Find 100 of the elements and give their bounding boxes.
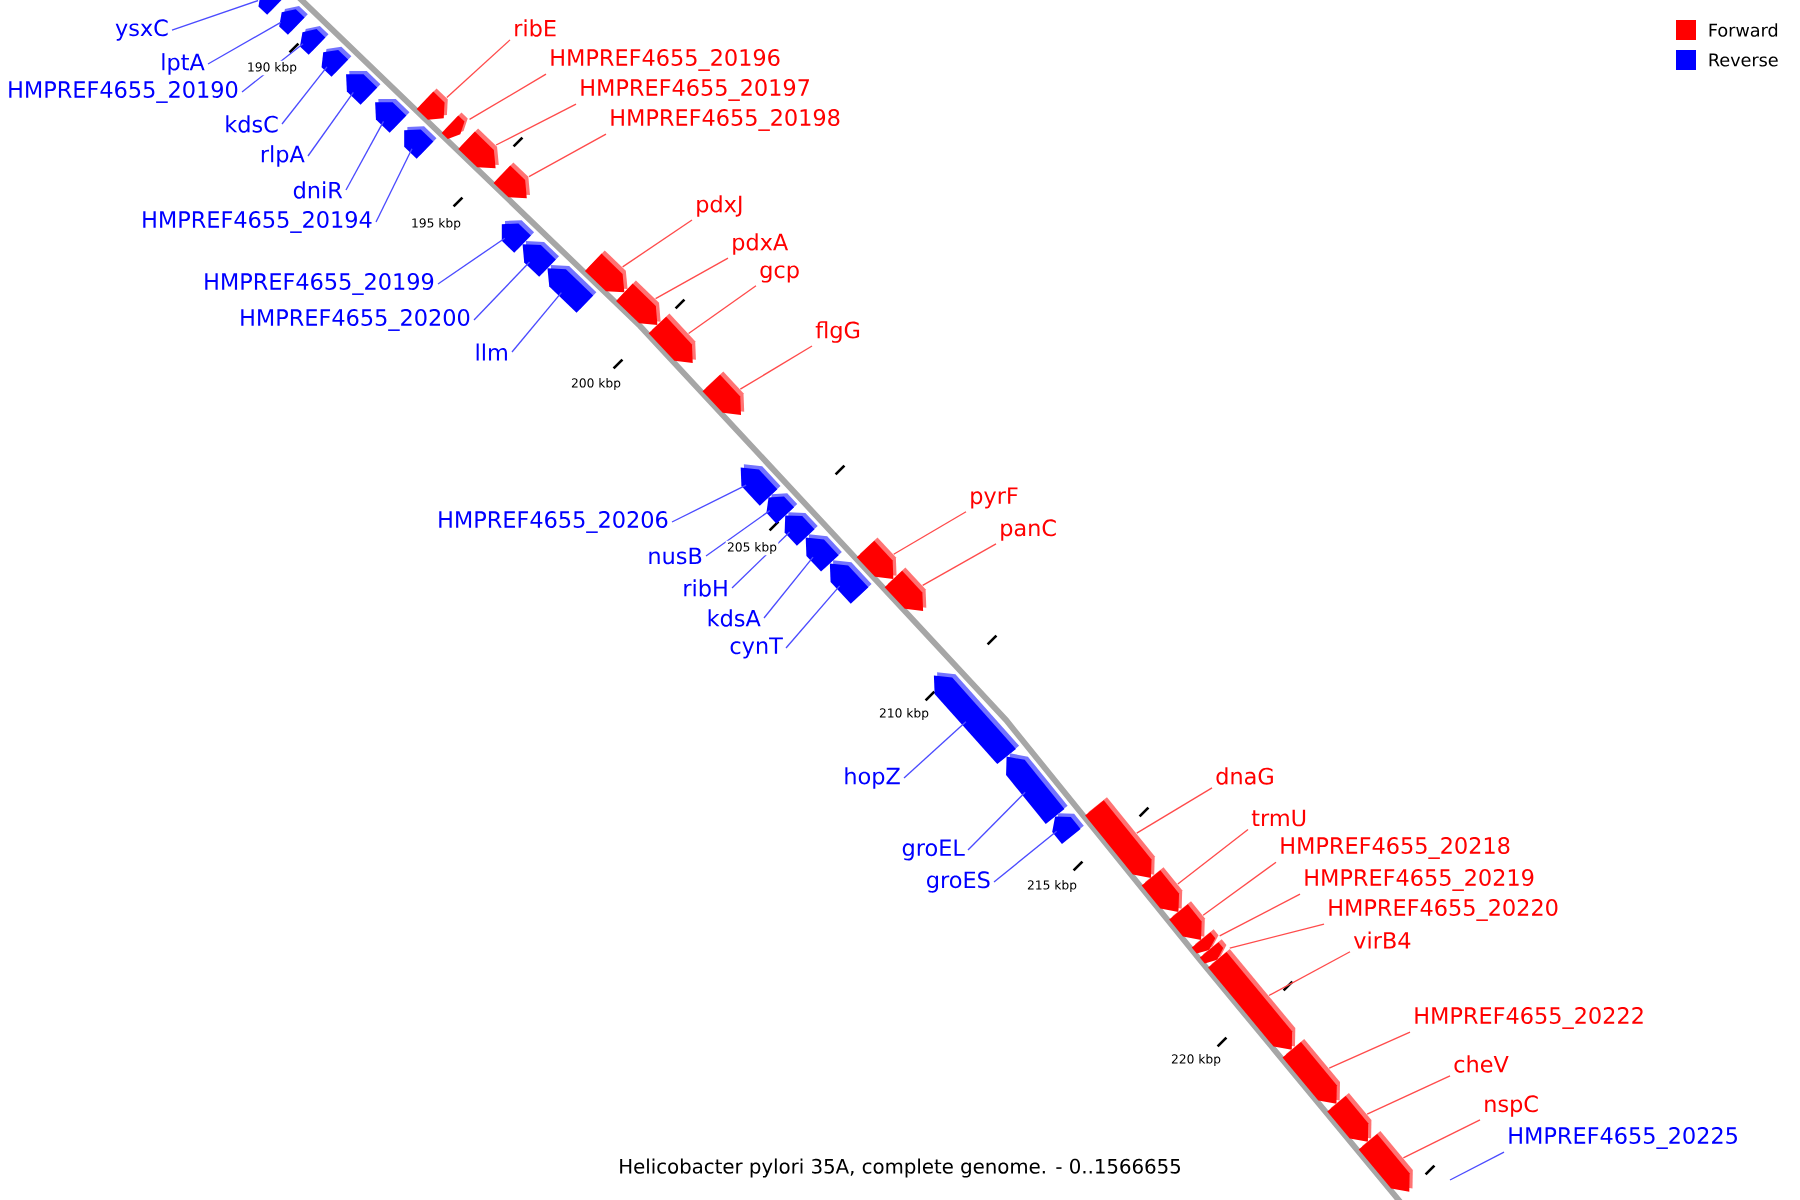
leader-line xyxy=(1177,828,1249,885)
leader-line xyxy=(621,219,693,268)
leader-line xyxy=(705,509,771,557)
gene-block xyxy=(856,537,897,579)
gene-label: cheV xyxy=(1454,1055,1509,1073)
gene-label: HMPREF4655_20198 xyxy=(611,109,840,131)
gene-label: HMPREF4655_20219 xyxy=(1305,869,1534,891)
leader-line xyxy=(207,21,282,65)
gene-label: cynT xyxy=(730,637,783,659)
gene-label: HMPREF4655_20200 xyxy=(241,309,470,331)
gene-label: dniR xyxy=(293,181,343,199)
leader-line xyxy=(1136,787,1213,834)
gene-block xyxy=(441,112,468,139)
gene-block xyxy=(1327,1092,1372,1142)
gene-label: ribH xyxy=(684,579,727,597)
gene-label: groEL xyxy=(902,839,965,861)
gene-label: HMPREF4655_20225 xyxy=(1509,1127,1737,1149)
legend-label: Reverse xyxy=(1709,53,1778,67)
gene-block xyxy=(493,162,530,199)
gene-label: nspC xyxy=(1485,1095,1538,1117)
gene-block xyxy=(584,250,628,293)
gene-block xyxy=(1282,1038,1340,1104)
gene-block xyxy=(416,88,448,120)
gene-block xyxy=(648,313,696,363)
leader-line xyxy=(739,345,813,390)
gene-block xyxy=(404,126,437,159)
gene-label: ysxC xyxy=(115,19,168,41)
gene-label: rlpA xyxy=(261,145,305,167)
gene-label: gcp xyxy=(760,265,799,283)
gene-block xyxy=(616,280,661,325)
leader-line xyxy=(1202,861,1277,916)
gene-label: llm xyxy=(476,343,507,361)
gene-label: HMPREF4655_20206 xyxy=(439,511,668,533)
leader-line xyxy=(511,291,563,353)
gene-label: HMPREF4655_20194 xyxy=(143,211,372,233)
leader-line xyxy=(1449,1151,1505,1181)
gene-label: HMPREF4655_20220 xyxy=(1329,899,1558,921)
gene-label: groES xyxy=(927,871,990,893)
gene-block xyxy=(346,70,381,105)
caption: Helicobacter pylori 35A, complete genome. - 0..1566655 xyxy=(620,1158,1180,1178)
gene-block xyxy=(458,128,499,169)
gene-label: HMPREF4655_20190 xyxy=(9,81,238,103)
gene-block xyxy=(933,672,1020,765)
leader-line xyxy=(1219,893,1301,937)
leader-line xyxy=(1328,1031,1411,1069)
gene-label: kdsA xyxy=(708,609,761,627)
gene-label: HMPREF4655_20199 xyxy=(205,273,434,295)
gene-block xyxy=(1358,1130,1413,1192)
gene-block xyxy=(1052,813,1084,845)
gene-block xyxy=(375,98,410,133)
gene-block xyxy=(884,567,927,611)
gene-label: dnaG xyxy=(1216,767,1273,785)
gene-label: pdxJ xyxy=(697,195,742,217)
leader-line xyxy=(375,148,413,223)
leader-line xyxy=(903,721,967,779)
gene-label: ribE xyxy=(515,19,556,37)
gene-label: trmU xyxy=(1251,809,1306,827)
gene-label: HMPREF4655_20197 xyxy=(581,79,809,101)
leader-line xyxy=(654,257,729,300)
leader-line xyxy=(495,103,577,146)
leader-line xyxy=(785,585,841,649)
gene-label: panC xyxy=(1001,519,1056,541)
gene-block xyxy=(1208,948,1296,1050)
leader-line xyxy=(993,830,1058,883)
gene-label: nusB xyxy=(649,547,702,565)
leader-line xyxy=(468,73,547,121)
gene-label: HMPREF4655_20218 xyxy=(1281,837,1510,859)
leader-line xyxy=(345,120,385,191)
gene-block xyxy=(321,46,352,77)
leader-line xyxy=(687,285,757,335)
leader-line xyxy=(1366,1075,1451,1115)
gene-label: pdxA xyxy=(733,233,789,255)
gene-label: virB4 xyxy=(1353,931,1411,949)
gene-block xyxy=(1141,867,1183,912)
gene-block xyxy=(547,264,597,313)
leader-line xyxy=(967,791,1026,851)
leader-line xyxy=(1229,923,1325,949)
gene-label: HMPREF4655_20196 xyxy=(551,49,780,71)
leader-line xyxy=(446,39,511,99)
leader-line xyxy=(281,66,328,125)
gene-block xyxy=(299,25,329,55)
leader-line xyxy=(171,0,259,31)
leader-line xyxy=(1402,1119,1481,1159)
gene-label: lptA xyxy=(162,53,205,75)
gene-block xyxy=(258,0,287,15)
gene-label: kdsC xyxy=(226,115,278,133)
gene-block xyxy=(1169,901,1205,940)
gene-block xyxy=(1006,753,1068,825)
gene-label: flgG xyxy=(815,321,860,343)
leader-line xyxy=(922,543,997,587)
gene-block xyxy=(279,5,308,35)
gene-block xyxy=(829,560,872,604)
leader-line xyxy=(893,511,967,555)
gene-block xyxy=(1085,797,1155,878)
leader-line xyxy=(763,556,814,619)
leader-line xyxy=(528,133,607,178)
leader-line xyxy=(671,484,747,523)
leader-line xyxy=(473,261,531,321)
gene-label: pyrF xyxy=(971,487,1018,509)
gene-label: hopZ xyxy=(845,767,900,789)
